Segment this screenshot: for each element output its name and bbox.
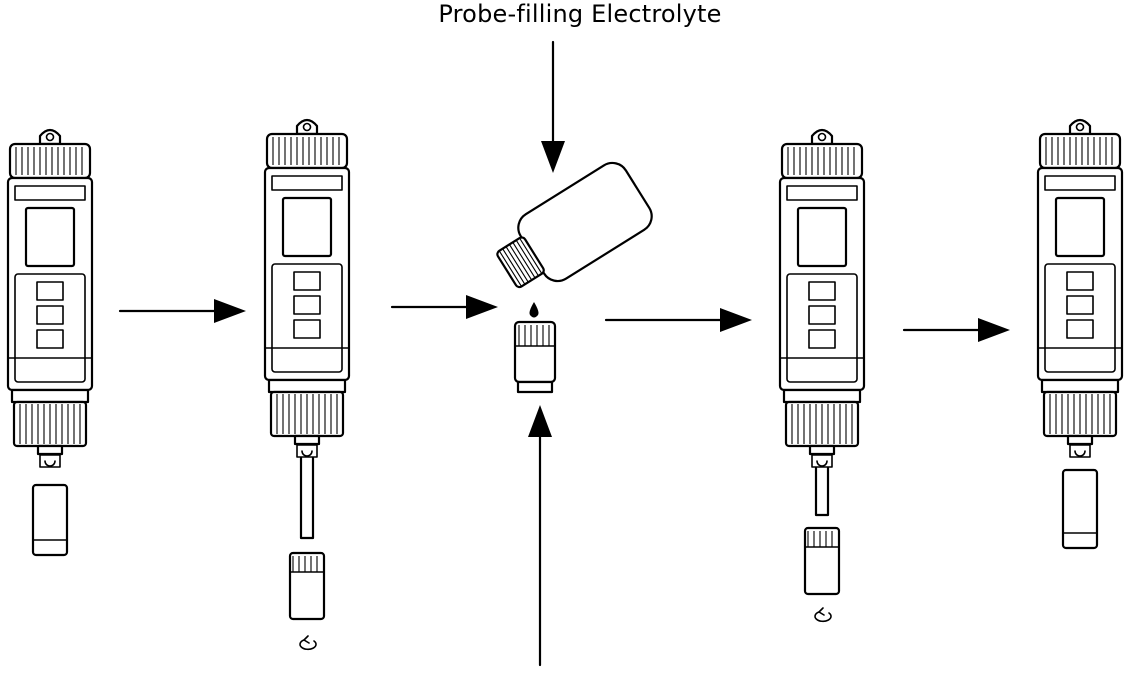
right-arrow-icon: [902, 318, 1010, 342]
meter-step-2: [263, 118, 351, 621]
meter-step-4: [778, 128, 866, 596]
right-arrow-icon: [118, 299, 246, 323]
right-arrow-icon: [390, 295, 498, 319]
rotate-arrow-icon: [299, 635, 317, 651]
electrolyte-drop: [529, 302, 539, 318]
rotate-arrow-icon: [814, 607, 832, 623]
down-arrow-icon: [541, 40, 565, 173]
probe-cap: [513, 320, 557, 394]
diagram-caption: Probe-filling Electrolyte: [438, 0, 722, 28]
right-arrow-icon: [604, 308, 752, 332]
up-arrow-icon: [528, 405, 552, 667]
electrolyte-bottle: [496, 161, 653, 289]
meter-step-5: [1036, 118, 1124, 550]
meter-step-1: [6, 128, 94, 557]
